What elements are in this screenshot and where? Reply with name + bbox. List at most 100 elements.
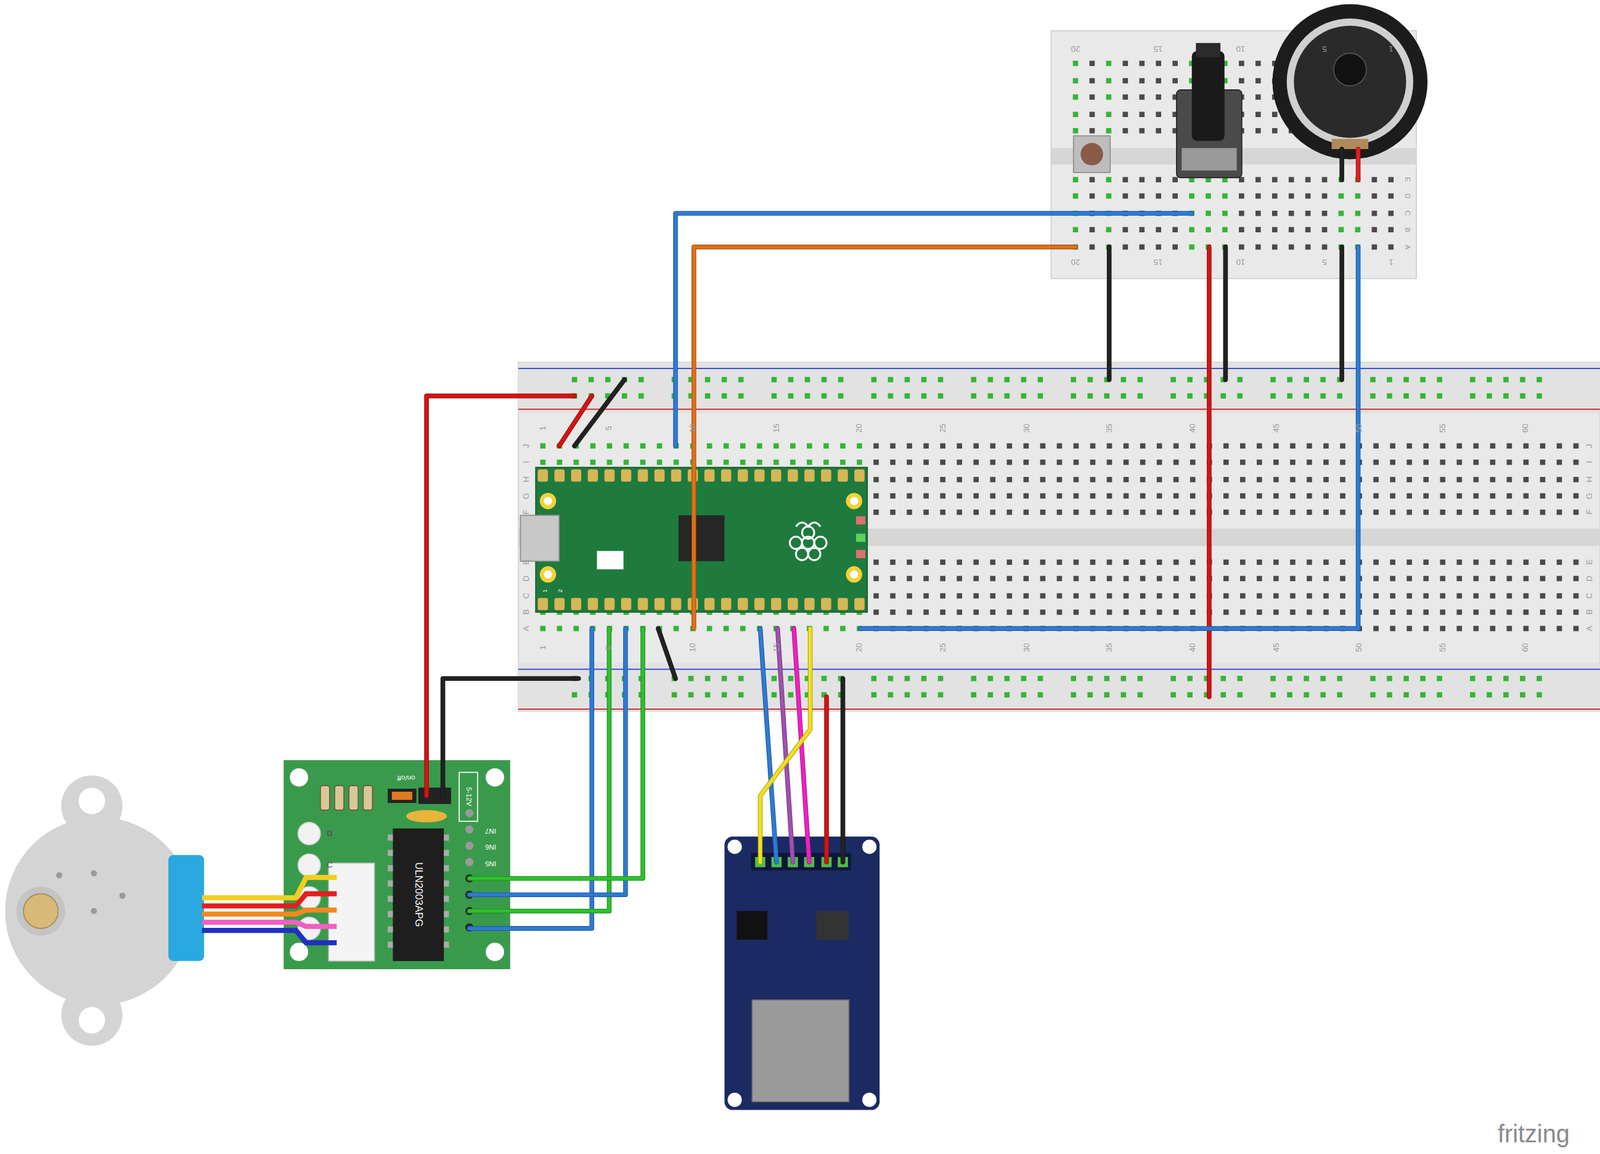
mounting-hole-center [849, 570, 858, 579]
watermark: fritzing [1497, 1122, 1570, 1147]
breadboard-hole [1306, 576, 1313, 582]
breadboard-hole [1519, 377, 1526, 383]
breadboard-hole [1006, 443, 1013, 449]
breadboard-hole [1190, 443, 1196, 449]
breadboard-index: A [1403, 244, 1411, 250]
uln2003-chip [392, 828, 444, 962]
wire [574, 379, 625, 447]
breadboard-hole [1155, 244, 1162, 251]
breadboard-hole [673, 459, 680, 466]
breadboard-index: 40 [1188, 424, 1197, 434]
breadboard-hole [1403, 393, 1409, 399]
breadboard-hole [1473, 576, 1480, 582]
chip-pin [387, 865, 393, 872]
breadboard-hole [1322, 226, 1328, 233]
breadboard-hole [1240, 609, 1246, 616]
breadboard-hole [1006, 559, 1013, 566]
breadboard-hole [1536, 676, 1543, 682]
regulator [816, 911, 849, 940]
breadboard-hole [1073, 509, 1080, 516]
motor-shaft [23, 894, 58, 929]
speaker-cone [1293, 25, 1406, 139]
breadboard-index: D [1403, 193, 1411, 199]
pico-led [856, 550, 866, 559]
breadboard-hole [1223, 493, 1229, 500]
motor-wire [202, 930, 338, 943]
breadboard-hole [1456, 576, 1462, 582]
breadboard-hole [888, 377, 894, 383]
breadboard-hole [706, 443, 713, 449]
breadboard-hole [1106, 78, 1112, 84]
breadboard-hole [1456, 593, 1462, 600]
breadboard-hole [1406, 509, 1413, 516]
breadboard-hole [1123, 477, 1130, 483]
breadboard-hole [1004, 676, 1011, 682]
breadboard-hole [823, 443, 829, 449]
breadboard-hole [956, 559, 963, 566]
rail-line [518, 708, 1600, 711]
breadboard-hole [1303, 692, 1310, 698]
breadboard-hole [888, 692, 894, 698]
breadboard-hole [1106, 459, 1113, 466]
breadboard-hole [1073, 593, 1080, 600]
breadboard-hole [821, 676, 828, 682]
breadboard-hole [1388, 193, 1395, 200]
breadboard-hole [1187, 676, 1193, 682]
breadboard-hole [1255, 210, 1262, 217]
chip-pin [387, 880, 393, 887]
breadboard-hole [1087, 676, 1093, 682]
breadboard-hole [773, 459, 780, 466]
breadboard-hole [621, 393, 628, 399]
speaker-lead [1355, 149, 1361, 180]
breadboard-hole [1156, 593, 1163, 600]
breadboard-hole [1456, 609, 1462, 616]
breadboard-hole [806, 459, 813, 466]
breadboard-hole [1305, 244, 1311, 251]
breadboard-hole [973, 477, 979, 483]
breadboard-hole [1156, 509, 1163, 516]
breadboard-hole [1371, 176, 1378, 183]
breadboard-hole [1140, 559, 1146, 566]
breadboard-index: D [1585, 575, 1594, 582]
breadboard-hole [1040, 559, 1046, 566]
breadboard-hole [873, 576, 879, 582]
resistor [320, 785, 330, 811]
breadboard-hole [1236, 377, 1243, 383]
breadboard-index: 1 [1388, 258, 1393, 267]
breadboard-hole [723, 443, 730, 449]
breadboard-hole [1090, 609, 1096, 616]
breadboard-hole [573, 626, 580, 632]
breadboard-hole [921, 393, 927, 399]
breadboard-hole [1355, 210, 1361, 217]
breadboard-hole [1023, 609, 1030, 616]
breadboard-hole [1090, 509, 1096, 516]
breadboard-hole [1255, 244, 1262, 251]
breadboard-index: 45 [1272, 424, 1281, 434]
breadboard-hole [1486, 393, 1493, 399]
board-hole [485, 768, 505, 788]
breadboard-hole [1004, 692, 1011, 698]
breadboard-hole [573, 459, 580, 466]
breadboard-hole [1456, 493, 1462, 500]
breadboard-hole [923, 459, 929, 466]
wire [469, 628, 593, 929]
breadboard-hole [1506, 609, 1513, 616]
breadboard-hole [1540, 559, 1546, 566]
breadboard-hole [1286, 393, 1293, 399]
breadboard-hole [1122, 193, 1129, 200]
breadboard-index: I [1585, 461, 1594, 464]
breadboard-hole [1439, 477, 1446, 483]
board-marking: on/off [397, 774, 416, 782]
breadboard-index: 15 [772, 643, 781, 653]
breadboard-hole [673, 626, 680, 632]
breadboard-hole [771, 676, 778, 682]
breadboard-hole [1469, 692, 1476, 698]
pico-pin [837, 597, 849, 611]
breadboard-hole [1506, 477, 1513, 483]
breadboard-hole [1156, 493, 1163, 500]
breadboard-hole [1087, 377, 1093, 383]
breadboard-hole [1272, 193, 1278, 200]
breadboard-hole [987, 377, 994, 383]
breadboard-hole [1103, 393, 1110, 399]
breadboard-index: 45 [1272, 643, 1281, 653]
